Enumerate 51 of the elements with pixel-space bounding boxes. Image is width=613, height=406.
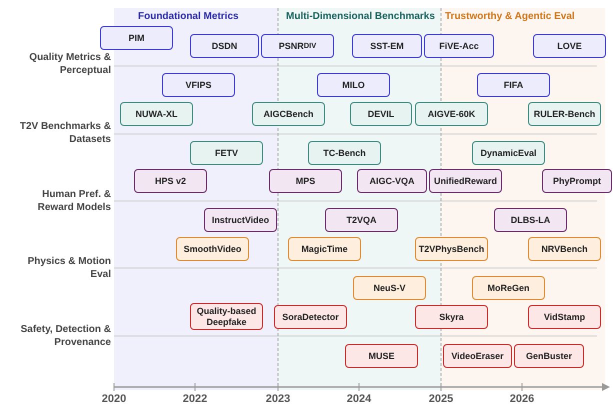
era-heading: Foundational Metrics xyxy=(138,11,239,22)
method-box: DSDN xyxy=(190,34,259,58)
method-box: LOVE xyxy=(533,34,606,58)
method-box: T2VQA xyxy=(325,208,398,232)
method-box: DLBS-LA xyxy=(494,208,567,232)
era-heading: Multi-Dimensional Benchmarks xyxy=(286,11,435,22)
method-box: PhyPrompt xyxy=(542,169,612,193)
row-label: T2V Benchmarks & Datasets xyxy=(18,121,111,146)
method-box: MoReGen xyxy=(472,276,545,300)
method-box: AIGVE-60K xyxy=(415,102,488,126)
method-box: HPS v2 xyxy=(134,169,207,193)
method-box: AIGC-VQA xyxy=(357,169,427,193)
year-tick: 2023 xyxy=(264,393,292,405)
row-label: Physics & Motion Eval xyxy=(26,256,111,281)
method-box: SmoothVideo xyxy=(176,237,249,261)
row-label: Human Pref. & Reward Models xyxy=(36,189,111,214)
method-box: Quality-based Deepfake xyxy=(190,303,263,330)
method-box: NRVBench xyxy=(528,237,601,261)
method-box: FIFA xyxy=(477,73,550,97)
year-tick: 2024 xyxy=(346,393,372,405)
method-box: NUWA-XL xyxy=(120,102,193,126)
method-box: NeuS-V xyxy=(353,276,426,300)
method-box: UnifiedReward xyxy=(429,169,502,193)
method-box: FiVE-Acc xyxy=(424,34,494,58)
year-tick: 2022 xyxy=(182,393,208,405)
method-box: VidStamp xyxy=(528,305,601,329)
method-box: MPS xyxy=(269,169,342,193)
method-box: VFIPS xyxy=(162,73,235,97)
method-box: AIGCBench xyxy=(252,102,325,126)
year-tick: 2020 xyxy=(100,393,128,405)
method-box: VideoEraser xyxy=(443,344,512,368)
method-box: T2VPhysBench xyxy=(415,237,488,261)
method-box: SoraDetector xyxy=(274,305,347,329)
row-label: Safety, Detection & Provenance xyxy=(20,324,111,349)
method-box: DynamicEval xyxy=(472,141,545,165)
method-box: TC-Bench xyxy=(308,141,381,165)
method-box: MUSE xyxy=(345,344,418,368)
method-box: MagicTime xyxy=(288,237,361,261)
method-box: FETV xyxy=(190,141,263,165)
method-box: RULER-Bench xyxy=(528,102,601,126)
method-box: DEVIL xyxy=(350,102,412,126)
method-box: SST-EM xyxy=(352,34,422,58)
method-box: PIM xyxy=(100,26,173,50)
method-box: InstructVideo xyxy=(204,208,277,232)
method-box: MILO xyxy=(317,73,390,97)
year-tick: 2026 xyxy=(508,393,536,405)
method-box: Skyra xyxy=(415,305,488,329)
row-label: Quality Metrics & Perceptual xyxy=(28,52,111,77)
method-box: GenBuster xyxy=(514,344,584,368)
era-heading: Trustworthy & Agentic Eval xyxy=(445,11,575,22)
year-tick: 2025 xyxy=(428,393,454,405)
